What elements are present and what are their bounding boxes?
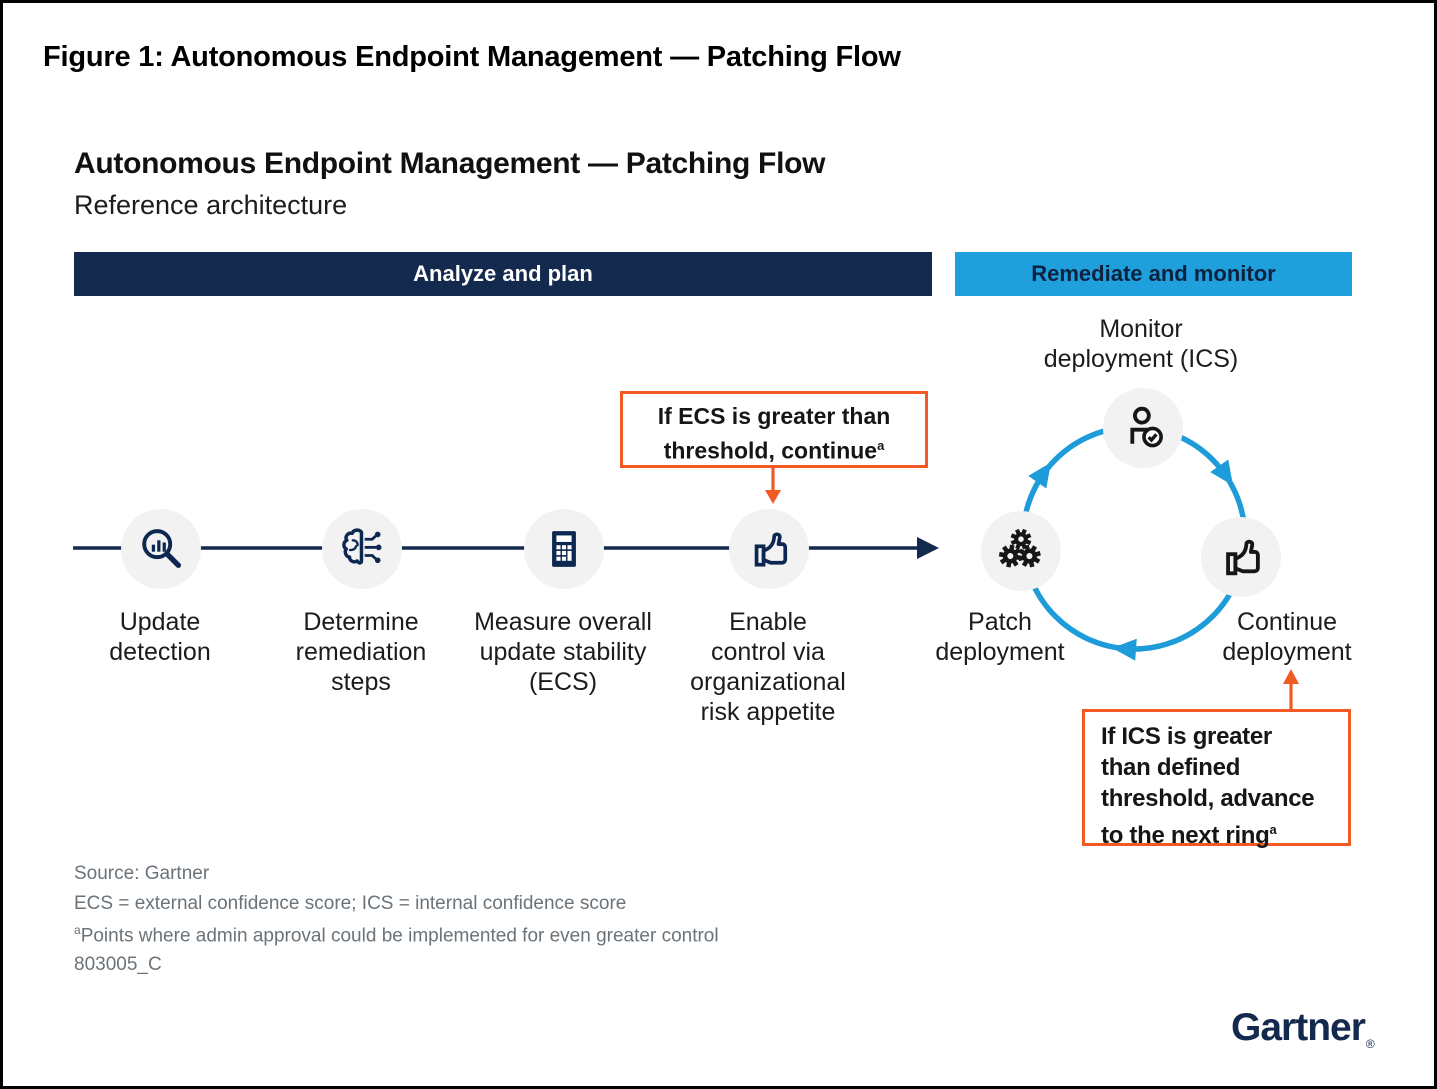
footer-legend: ECS = external confidence score; ICS = i… [74, 893, 627, 914]
node-measure-stability [524, 509, 604, 589]
gartner-logo: Gartner® [1231, 1006, 1375, 1051]
label-update-detection: Update detection [109, 608, 211, 666]
magnifier-chart-icon [142, 529, 182, 568]
flow-line-arrow [73, 537, 939, 559]
calculator-icon [552, 531, 576, 567]
section-label-analyze: Analyze and plan [413, 261, 593, 286]
thumbs-up-icon [754, 532, 788, 567]
diagram-title: Autonomous Endpoint Management — Patchin… [74, 147, 826, 180]
label-continue-deployment: Continue deployment [1222, 608, 1352, 666]
ecs-down-arrow [765, 468, 781, 504]
node-continue-deployment [1201, 517, 1281, 597]
node-monitor-deployment [1103, 388, 1183, 468]
label-monitor-deployment: Monitor deployment (ICS) [1043, 315, 1239, 373]
gears-icon [997, 525, 1045, 572]
registered-mark: ® [1365, 1037, 1375, 1051]
label-enable-control: Enable control via organizational risk a… [690, 608, 846, 726]
ics-up-arrow [1283, 669, 1299, 711]
label-measure-stability: Measure overall update stability (ECS) [474, 608, 652, 696]
diagram-subtitle: Reference architecture [74, 190, 348, 220]
footer-figure-id: 803005_C [74, 954, 162, 975]
node-patch-deployment [981, 511, 1061, 591]
node-update-detection [121, 509, 201, 589]
figure-title: Figure 1: Autonomous Endpoint Management… [43, 41, 901, 73]
footer-source: Source: Gartner [74, 863, 210, 884]
label-determine-remediation: Determine remediation steps [295, 608, 427, 696]
ecs-callout: If ECS is greater than threshold, contin… [620, 391, 928, 468]
node-determine-remediation [322, 509, 402, 589]
ai-brain-icon [342, 528, 382, 565]
section-label-remediate: Remediate and monitor [1031, 261, 1276, 286]
user-check-icon [1130, 406, 1163, 448]
label-patch-deployment: Patch deployment [935, 608, 1065, 666]
ics-callout: If ICS is greater than defined threshold… [1082, 709, 1351, 849]
section-bar-remediate-and-monitor: Remediate and monitor [955, 252, 1352, 296]
footer-footnote: aPoints where admin approval could be im… [74, 923, 719, 947]
node-enable-control [729, 509, 809, 589]
section-bar-analyze-and-plan: Analyze and plan [74, 252, 932, 296]
thumbs-up-icon [1226, 539, 1260, 576]
